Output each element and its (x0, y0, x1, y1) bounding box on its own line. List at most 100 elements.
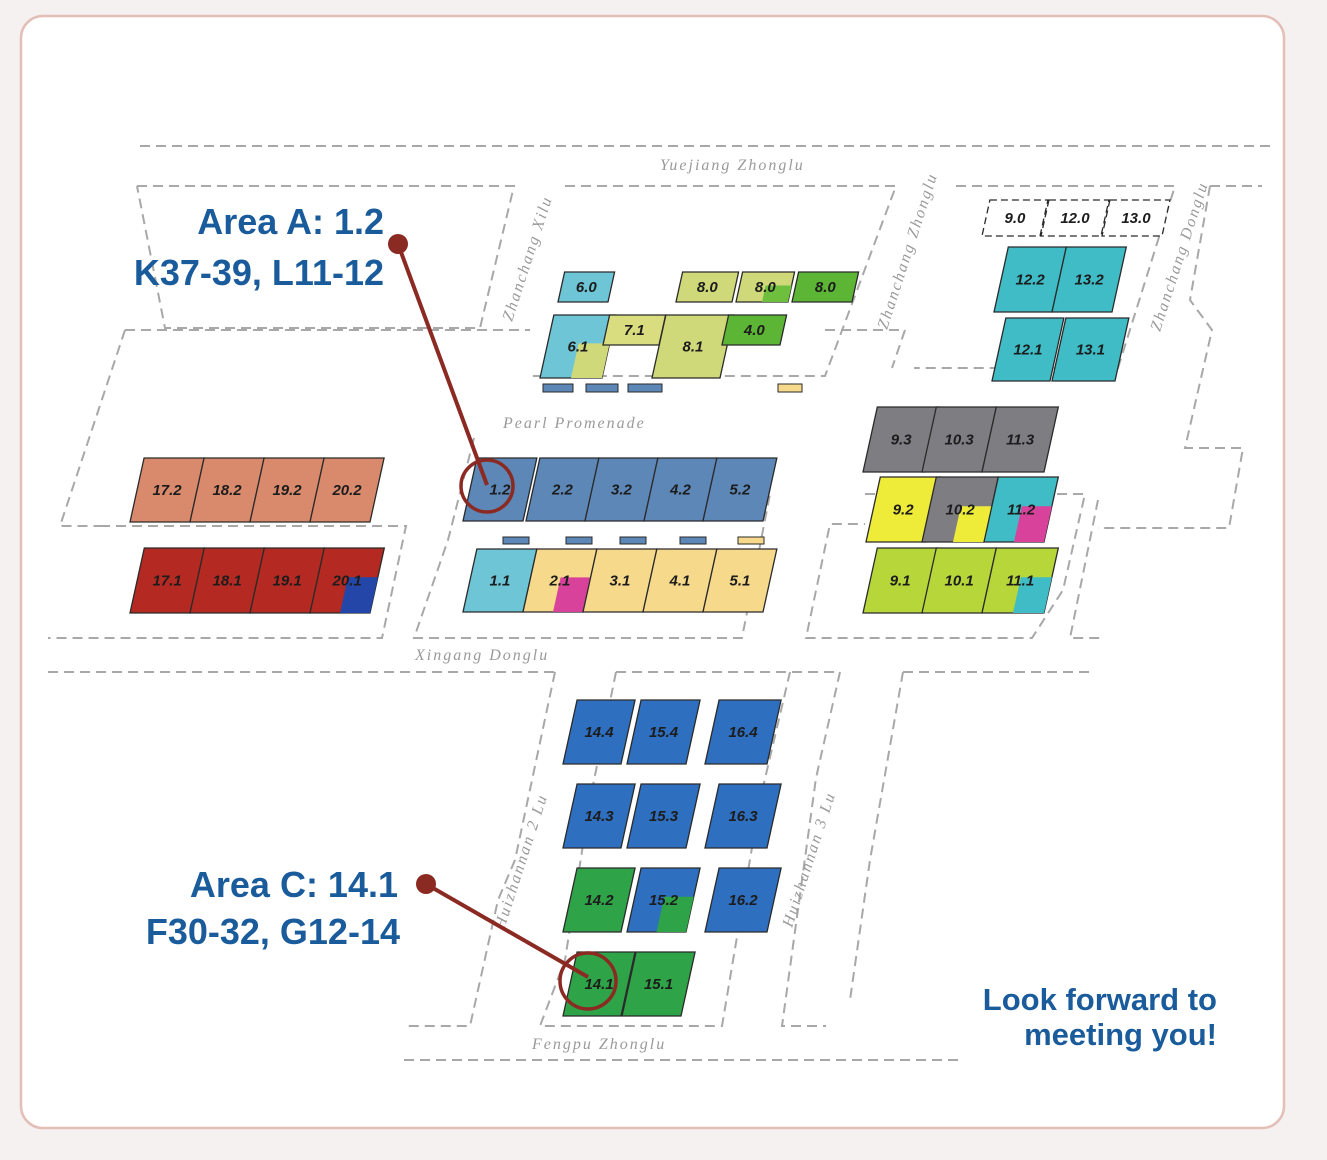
kiosk (679, 536, 707, 545)
road-line-zone-west (136, 185, 516, 329)
road-line-east-lower (1068, 499, 1104, 639)
hall-20-1-secondary-area (340, 577, 378, 613)
road-line-west-edge (58, 329, 126, 527)
hall-label: 11.2 (1007, 501, 1036, 518)
hall-label: 2.2 (551, 481, 574, 498)
road-line-east-edge (1098, 185, 1245, 529)
hall-label: 8.1 (683, 338, 704, 355)
hall-16-2[interactable] (704, 867, 782, 933)
hall-15-3[interactable] (626, 783, 701, 849)
pointer-line-area-c (425, 882, 589, 979)
hall-label: 9.1 (890, 572, 911, 589)
hall-15-1[interactable] (621, 951, 696, 1017)
hall-12-1[interactable] (991, 317, 1065, 382)
hall-label: 15.1 (644, 976, 673, 993)
hall-label: 1.1 (490, 572, 511, 589)
hall-label: 5.1 (730, 572, 751, 589)
hall-label: 6.1 (568, 338, 589, 355)
kiosks (502, 383, 803, 545)
pointer-line-area-a (396, 243, 489, 486)
hall-label: 20.2 (331, 482, 362, 499)
kiosk (777, 383, 803, 393)
pointer-dot-area-a (388, 234, 408, 254)
kiosk (542, 383, 574, 393)
closing-message-line1: Look forward to (983, 982, 1217, 1017)
hall-13-1[interactable] (1051, 317, 1130, 382)
hall-label: 14.4 (584, 724, 614, 741)
hall-label: 17.1 (153, 572, 182, 589)
hall-label: 10.2 (946, 501, 976, 518)
hall-11-1-secondary-area (1013, 577, 1052, 613)
hall-label: 7.1 (624, 322, 645, 339)
hall-label: 14.3 (584, 808, 614, 825)
kiosk (627, 383, 663, 393)
hall-14-3[interactable] (562, 783, 636, 849)
callout-area-a-stands: K37-39, L11-12 (134, 252, 384, 293)
hall-label: 18.2 (212, 482, 242, 499)
hall-14-1[interactable] (562, 951, 636, 1017)
hall-label: 16.4 (728, 724, 758, 741)
hall-label: 10.1 (945, 572, 974, 589)
hall-label: 15.2 (649, 892, 679, 909)
hall-label: 14.1 (584, 976, 613, 993)
hall-label: 9.3 (891, 431, 913, 448)
hall-16-4[interactable] (704, 699, 782, 765)
road-label-yuejiang: Yuejiang Zhonglu (660, 157, 805, 174)
hall-label: 2.1 (549, 572, 571, 589)
hall-label: 4.0 (743, 322, 766, 339)
hall-8-1[interactable] (651, 314, 735, 379)
pointer-dot-area-c (416, 874, 436, 894)
hall-12-0[interactable] (1040, 199, 1110, 237)
hall-label: 16.3 (728, 808, 758, 825)
hall-11-2-secondary-area (1014, 506, 1052, 542)
hall-label: 11.3 (1006, 431, 1035, 448)
hall-14-2[interactable] (562, 867, 636, 933)
hall-16-3[interactable] (704, 783, 782, 849)
hall-11-3[interactable] (981, 406, 1060, 473)
road-line-south-east (616, 671, 842, 1027)
hall-label: 20.1 (332, 572, 362, 589)
hall-2-1-secondary-area (553, 577, 591, 612)
road-line-north-band (825, 329, 907, 369)
hall-label: 6.0 (576, 279, 598, 296)
hall-14-4[interactable] (562, 699, 636, 765)
hall-5-1[interactable] (702, 548, 778, 613)
hall-20-2[interactable] (309, 457, 385, 523)
hall-8-0b-secondary-area (762, 285, 792, 302)
hall-label: 14.2 (584, 892, 614, 909)
hall-label: 13.0 (1121, 210, 1151, 227)
hall-label: 5.2 (730, 481, 752, 498)
road-label-fengpu: Fengpu Zhonglu (531, 1036, 666, 1053)
hall-13-0[interactable] (1101, 199, 1171, 237)
hall-label: 4.1 (669, 572, 691, 589)
closing-message-line2: meeting you! (1024, 1017, 1217, 1052)
kiosk (737, 536, 765, 545)
hall-label: 18.1 (213, 572, 242, 589)
highlight-ring-hall-1-2 (459, 458, 515, 514)
road-label-pearl: Pearl Promenade (502, 415, 646, 432)
hall-8-0c[interactable] (791, 271, 860, 303)
road-line-south-west (404, 671, 556, 1027)
hall-label: 13.2 (1075, 271, 1105, 288)
hall-label: 9.2 (893, 501, 915, 518)
hall-label: 10.3 (945, 431, 975, 448)
kiosk (565, 536, 593, 545)
hall-label: 3.1 (610, 572, 631, 589)
hall-4-0[interactable] (721, 314, 788, 346)
hall-9-0[interactable] (981, 199, 1049, 237)
road-label-xingang: Xingang Donglu (414, 647, 549, 664)
hall-13-2[interactable] (1051, 246, 1128, 313)
kiosk (585, 383, 619, 393)
callout-area-c-title: Area C: 14.1 (190, 864, 398, 905)
hall-label: 15.3 (649, 808, 679, 825)
hall-label: 16.2 (728, 892, 758, 909)
hall-6-1-secondary-area (571, 343, 610, 378)
road-line-east-block (804, 493, 1087, 639)
hall-15-4[interactable] (626, 699, 701, 765)
hall-label: 11.1 (1006, 572, 1034, 589)
hall-6-0[interactable] (557, 271, 616, 303)
hall-5-2[interactable] (702, 457, 778, 522)
hall-8-0a[interactable] (675, 271, 740, 303)
